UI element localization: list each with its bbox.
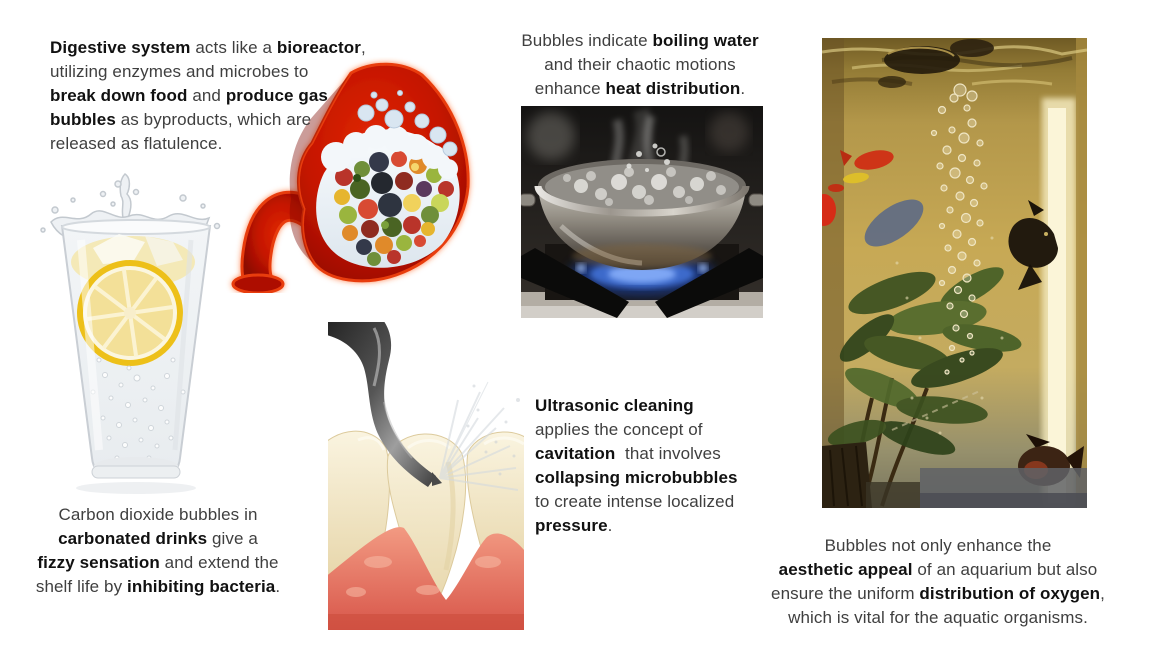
text-segment: aesthetic appeal — [778, 560, 913, 579]
text-segment: carbonated drinks — [58, 529, 208, 548]
substrate — [866, 482, 920, 508]
red-fish — [822, 150, 894, 226]
tank-edge — [1076, 38, 1087, 508]
plant-leaves — [827, 267, 1022, 455]
foam-bubbles — [321, 125, 458, 179]
text-segment: distribution of oxygen — [919, 584, 1101, 603]
stomach-shading — [289, 73, 351, 263]
ultrasonic-caption: Ultrasonic cleaning applies the concept … — [535, 394, 770, 538]
spray-speckles — [466, 384, 520, 476]
text-segment: acts like a — [190, 38, 277, 57]
text-segment: inhibiting bacteria — [127, 577, 276, 596]
text-segment: and extend the — [159, 553, 279, 572]
text-segment: of an aquarium but also — [912, 560, 1098, 579]
text-segment: bioreactor — [276, 38, 361, 57]
splash-droplets — [626, 143, 670, 172]
text-segment: and their chaotic motions — [544, 55, 736, 74]
airline-tube — [891, 389, 983, 431]
light-strip-core — [1048, 108, 1066, 503]
reflection — [76, 482, 196, 494]
text-segment: released as flatulence. — [50, 134, 223, 153]
glass-svg — [40, 173, 221, 494]
carbonated-glass-photo — [33, 170, 229, 498]
text-segment: which is vital for the aquatic organisms… — [788, 608, 1088, 627]
text-segment: Bubbles indicate — [521, 31, 653, 50]
text-segment: . — [607, 516, 613, 535]
text-segment: bubbles — [50, 110, 116, 129]
boil-bubbles — [563, 167, 726, 206]
text-segment: . — [275, 577, 281, 596]
text-segment: utilizing enzymes and microbes to — [50, 62, 309, 81]
aquarium-svg — [822, 38, 1087, 508]
text-segment: Bubbles not only enhance the — [824, 536, 1052, 555]
text-segment: heat distribution — [605, 79, 741, 98]
gums — [328, 527, 524, 630]
aquarium-caption: Bubbles not only enhance the aesthetic a… — [756, 534, 1120, 630]
boiling-pot-photo — [521, 106, 763, 318]
stove-front — [521, 306, 763, 318]
left-shadow — [822, 38, 844, 508]
scaler-tip — [432, 472, 442, 486]
plant-pot — [822, 442, 872, 508]
spray-mist — [439, 381, 519, 491]
glass-highlight — [77, 239, 103, 451]
scattered-bubbles — [895, 236, 1004, 435]
stomach-svg — [231, 62, 470, 293]
text-segment: and — [187, 86, 226, 105]
scaler-tool — [328, 322, 442, 487]
text-segment: , — [1100, 584, 1105, 603]
text-segment: to create intense localized — [535, 492, 735, 511]
aquarium-photo — [822, 38, 1087, 508]
text-segment: , — [361, 38, 366, 57]
text-segment: as byproducts, which are — [115, 110, 312, 129]
text-segment: Carbon dioxide bubbles in — [58, 505, 258, 524]
tank-base-shadow — [920, 493, 1087, 508]
pot-svg — [521, 106, 763, 318]
gum-base — [328, 614, 524, 630]
ice-cube — [145, 236, 183, 266]
stove-grates — [521, 248, 763, 318]
ice-cube — [93, 234, 145, 264]
text-segment: applies the concept of — [535, 420, 703, 439]
tooth-svg — [328, 322, 524, 630]
duodenum-flare — [231, 273, 285, 293]
text-segment: collapsing microbubbles — [535, 468, 738, 487]
text-segment: enhance — [534, 79, 606, 98]
blue-leaf — [864, 199, 924, 247]
text-segment: that involves — [615, 444, 721, 463]
glass-rim — [61, 219, 211, 235]
text-segment: shelf life by — [35, 577, 128, 596]
text-segment: ensure the uniform — [771, 584, 920, 603]
plant-pot-texture — [829, 445, 863, 507]
flame-reflection — [572, 244, 712, 268]
text-segment: produce gas — [225, 86, 328, 105]
text-segment: give a — [207, 529, 258, 548]
gas-bubbles — [357, 90, 458, 157]
carbonated-caption: Carbon dioxide bubbles in carbonated dri… — [8, 503, 308, 599]
food-contents — [334, 151, 454, 266]
glass-highlight — [172, 239, 194, 451]
gum-highlights — [346, 556, 501, 597]
text-segment: . — [740, 79, 746, 98]
text-segment: cavitation — [535, 444, 616, 463]
text-segment: pressure — [535, 516, 608, 535]
text-segment: boiling water — [652, 31, 759, 50]
water-surface — [822, 39, 1087, 88]
text-segment: fizzy sensation — [37, 553, 160, 572]
bubble-column — [930, 83, 988, 375]
text-segment: break down food — [50, 86, 188, 105]
boiling-caption: Bubbles indicate boiling water and their… — [500, 29, 780, 101]
text-segment: Ultrasonic cleaning — [535, 396, 694, 415]
dark-fish-right — [1008, 200, 1058, 290]
ultrasonic-cleaning-illustration — [328, 322, 524, 630]
pot-handle-right — [748, 193, 763, 207]
digestive-caption: Digestive system acts like a bioreactor,… — [50, 36, 380, 156]
glass-foot — [91, 465, 181, 479]
pot-rim — [534, 185, 750, 217]
pot-handle-left — [521, 193, 536, 207]
text-segment: Digestive system — [50, 38, 191, 57]
stomach-illustration — [224, 57, 482, 293]
